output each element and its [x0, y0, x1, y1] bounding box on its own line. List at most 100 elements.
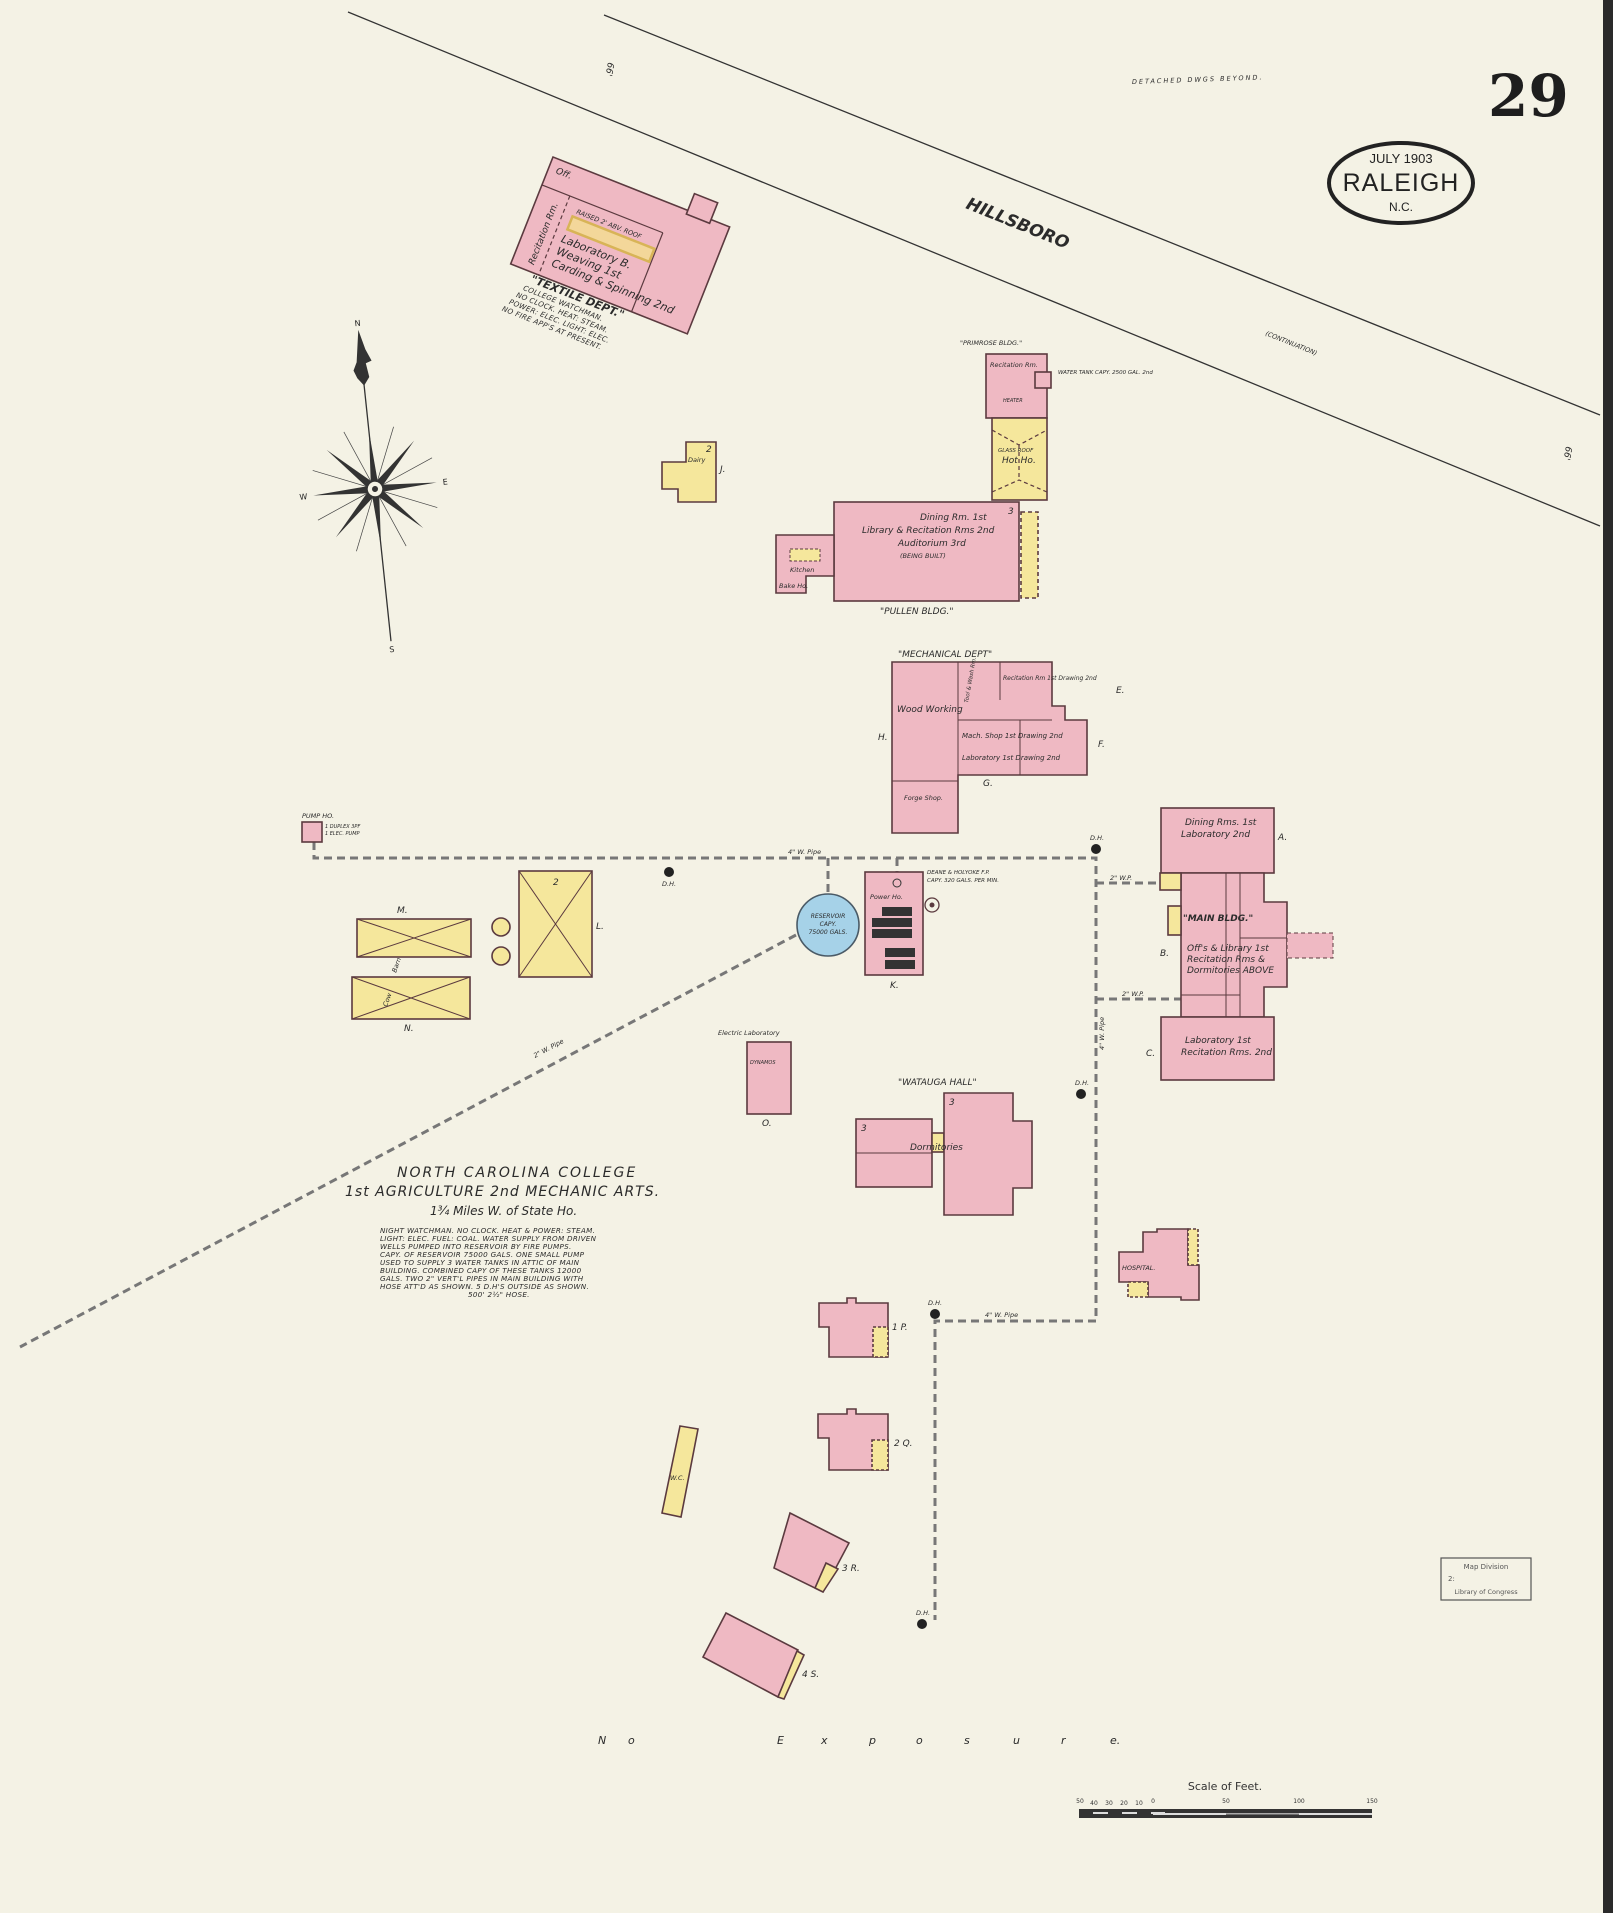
svg-text:s: s: [964, 1734, 970, 1747]
building-mechanical-dept: "MECHANICAL DEPT" Wood Working Forge Sho…: [878, 650, 1125, 834]
hydrant-icon: [917, 1619, 927, 1629]
dwelling-1p: [818, 1297, 889, 1358]
building-electric-lab: Electric Laboratory DYNAMOS O.: [718, 1029, 792, 1129]
hydrant-icon: [1091, 844, 1101, 854]
building-power-house: Power Ho. K. DEANE & HOLYOKE F.P. CAPY. …: [864, 870, 999, 991]
building-pump-house: PUMP HO. 1 DUPLEX 3PF 1 ELEC. PUMP: [301, 812, 360, 843]
svg-text:C.: C.: [1146, 1049, 1155, 1059]
svg-text:500' 2½" HOSE.: 500' 2½" HOSE.: [468, 1290, 530, 1299]
building-main: Dining Rms. 1st Laboratory 2nd "MAIN BLD…: [1146, 807, 1334, 1081]
library-stamp: Map Division 2: Library of Congress: [1440, 1557, 1532, 1601]
svg-text:Barn: Barn: [390, 957, 403, 974]
barns: M. N. L. 2 Barn Cow: [351, 870, 604, 1034]
street-line-south: [347, 11, 1601, 527]
svg-text:GALS. TWO 2" VERT'L PIPES IN M: GALS. TWO 2" VERT'L PIPES IN MAIN BUILDI…: [380, 1274, 584, 1283]
title-block: NORTH CAROLINA COLLEGE 1st AGRICULTURE 2…: [345, 1165, 660, 1299]
svg-text:Hot Ho.: Hot Ho.: [1002, 456, 1036, 466]
svg-text:CAPY. OF RESERVOIR 75000 GALS.: CAPY. OF RESERVOIR 75000 GALS. ONE SMALL…: [380, 1250, 585, 1259]
svg-text:D.H.: D.H.: [1075, 1079, 1089, 1087]
svg-text:PUMP HO.: PUMP HO.: [302, 812, 334, 820]
svg-text:e.: e.: [1110, 1734, 1120, 1747]
svg-text:CAPY.: CAPY.: [820, 921, 837, 928]
svg-text:Recitation Rms. 2nd: Recitation Rms. 2nd: [1181, 1048, 1272, 1058]
mechanical-name: "MECHANICAL DEPT": [898, 650, 992, 660]
svg-text:HOSPITAL.: HOSPITAL.: [1122, 1264, 1155, 1272]
svg-text:40: 40: [1090, 1800, 1098, 1807]
fire-pump-icon: [924, 897, 940, 913]
water-pipes: 4" W. Pipe 2" W. Pipe 2" W.P. 2" W.P. 4"…: [19, 842, 1181, 1620]
svg-text:USED TO SUPPLY 3 WATER TANKS I: USED TO SUPPLY 3 WATER TANKS IN ATTIC OF…: [380, 1258, 580, 1267]
hydrants: D.H. D.H. D.H. D.H. D.H.: [662, 834, 1104, 1629]
building-textile-dept: RAISED 2' ABV. ROOF Off. Recitation Rm. …: [501, 155, 731, 352]
scale-bar: Scale of Feet. 50 40 30 20 10 0 50 100 1…: [1076, 1780, 1378, 1818]
svg-text:1 DUPLEX 3PF: 1 DUPLEX 3PF: [325, 824, 360, 830]
svg-text:50: 50: [1076, 1798, 1084, 1805]
svg-text:Laboratory 2nd: Laboratory 2nd: [1181, 830, 1250, 840]
pipe-label: 4" W. Pipe: [1098, 1017, 1106, 1050]
hydrant-icon: [664, 867, 674, 877]
street-width-label: 66': [603, 61, 615, 76]
svg-text:A.: A.: [1277, 833, 1287, 843]
svg-text:H.: H.: [878, 733, 888, 743]
svg-text:RESERVOIR: RESERVOIR: [811, 913, 846, 920]
continuation-label: (CONTINUATION): [1264, 329, 1318, 357]
svg-text:Forge Shop.: Forge Shop.: [904, 794, 943, 802]
reservoir: RESERVOIR CAPY. 75000 GALS.: [796, 893, 860, 957]
svg-text:WELLS PUMPED INTO RESERVOIR BY: WELLS PUMPED INTO RESERVOIR BY FIRE PUMP…: [380, 1242, 572, 1251]
svg-text:LIGHT: ELEC. FUEL: COAL. WATER: LIGHT: ELEC. FUEL: COAL. WATER SUPPLY FR…: [380, 1234, 597, 1243]
svg-text:p: p: [868, 1734, 876, 1747]
svg-text:Bake Ho.: Bake Ho.: [779, 582, 808, 590]
svg-text:30: 30: [1105, 1800, 1113, 1807]
svg-text:100: 100: [1293, 1798, 1305, 1805]
svg-text:CAPY. 320 GALS. PER MIN.: CAPY. 320 GALS. PER MIN.: [927, 878, 999, 884]
svg-text:E: E: [777, 1734, 784, 1747]
svg-text:D.H.: D.H.: [928, 1299, 942, 1307]
svg-text:75000 GALS.: 75000 GALS.: [809, 929, 848, 936]
svg-text:K.: K.: [890, 981, 899, 991]
svg-text:GLASS ROOF: GLASS ROOF: [998, 448, 1034, 454]
title-line1: NORTH CAROLINA COLLEGE: [397, 1165, 637, 1181]
svg-text:50: 50: [1222, 1798, 1230, 1805]
pipe-label: 4" W. Pipe: [985, 1311, 1018, 1319]
compass-n: N: [354, 319, 361, 329]
svg-text:150: 150: [1366, 1798, 1378, 1805]
map-date: JULY 1903: [1369, 151, 1432, 166]
title-line2: 1st AGRICULTURE 2nd MECHANIC ARTS.: [345, 1184, 660, 1200]
hydrant-icon: [930, 1309, 940, 1319]
mechanical-mach-label: Mach. Shop 1st Drawing 2nd: [962, 732, 1063, 740]
svg-text:3: 3: [949, 1098, 955, 1108]
svg-text:HEATER: HEATER: [1003, 398, 1023, 404]
svg-text:Map Division: Map Division: [1464, 1563, 1509, 1571]
svg-text:10: 10: [1135, 1800, 1143, 1807]
svg-text:3 R.: 3 R.: [842, 1564, 860, 1574]
title-line3: 1¾ Miles W. of State Ho.: [430, 1204, 577, 1218]
svg-text:r: r: [1061, 1734, 1067, 1747]
building-dairy: Dairy 2 J.: [661, 441, 726, 503]
page-number: 29: [1488, 62, 1569, 130]
primrose-name: "PRIMROSE BLDG.": [960, 339, 1022, 347]
svg-text:DEANE & HOLYOKE F.P.: DEANE & HOLYOKE F.P.: [927, 870, 990, 876]
svg-text:O.: O.: [762, 1119, 772, 1129]
svg-text:B.: B.: [1160, 949, 1169, 959]
svg-text:M.: M.: [397, 906, 408, 916]
svg-text:0: 0: [1151, 1798, 1155, 1805]
svg-text:D.H.: D.H.: [916, 1609, 930, 1617]
street-line-north: [603, 14, 1601, 416]
svg-text:Power Ho.: Power Ho.: [870, 893, 903, 901]
street-name-hillsboro: HILLSBORO: [963, 194, 1072, 254]
street-width-label: 66': [1561, 445, 1573, 460]
svg-text:D.H.: D.H.: [1090, 834, 1104, 842]
mechanical-lab-label: Laboratory 1st Drawing 2nd: [962, 754, 1061, 762]
svg-text:BUILDING. COMBINED CAPY OF THE: BUILDING. COMBINED CAPY OF THESE TANKS 1…: [380, 1266, 582, 1275]
compass-e: E: [442, 477, 448, 486]
pipe-label: 2" W. Pipe: [532, 1037, 565, 1060]
svg-text:Wood Working: Wood Working: [897, 705, 963, 715]
pipe-label: 2" W.P.: [1122, 990, 1144, 998]
svg-text:o: o: [916, 1734, 923, 1747]
svg-text:N: N: [598, 1734, 606, 1747]
building-hospital: HOSPITAL.: [1118, 1228, 1200, 1301]
svg-text:NIGHT WATCHMAN. NO CLOCK. HEAT: NIGHT WATCHMAN. NO CLOCK. HEAT & POWER: …: [380, 1226, 595, 1235]
dwellings: 1 P. 2 Q. W.C. 3 R. 4 S.: [661, 1297, 913, 1700]
compass-s: S: [389, 645, 395, 654]
